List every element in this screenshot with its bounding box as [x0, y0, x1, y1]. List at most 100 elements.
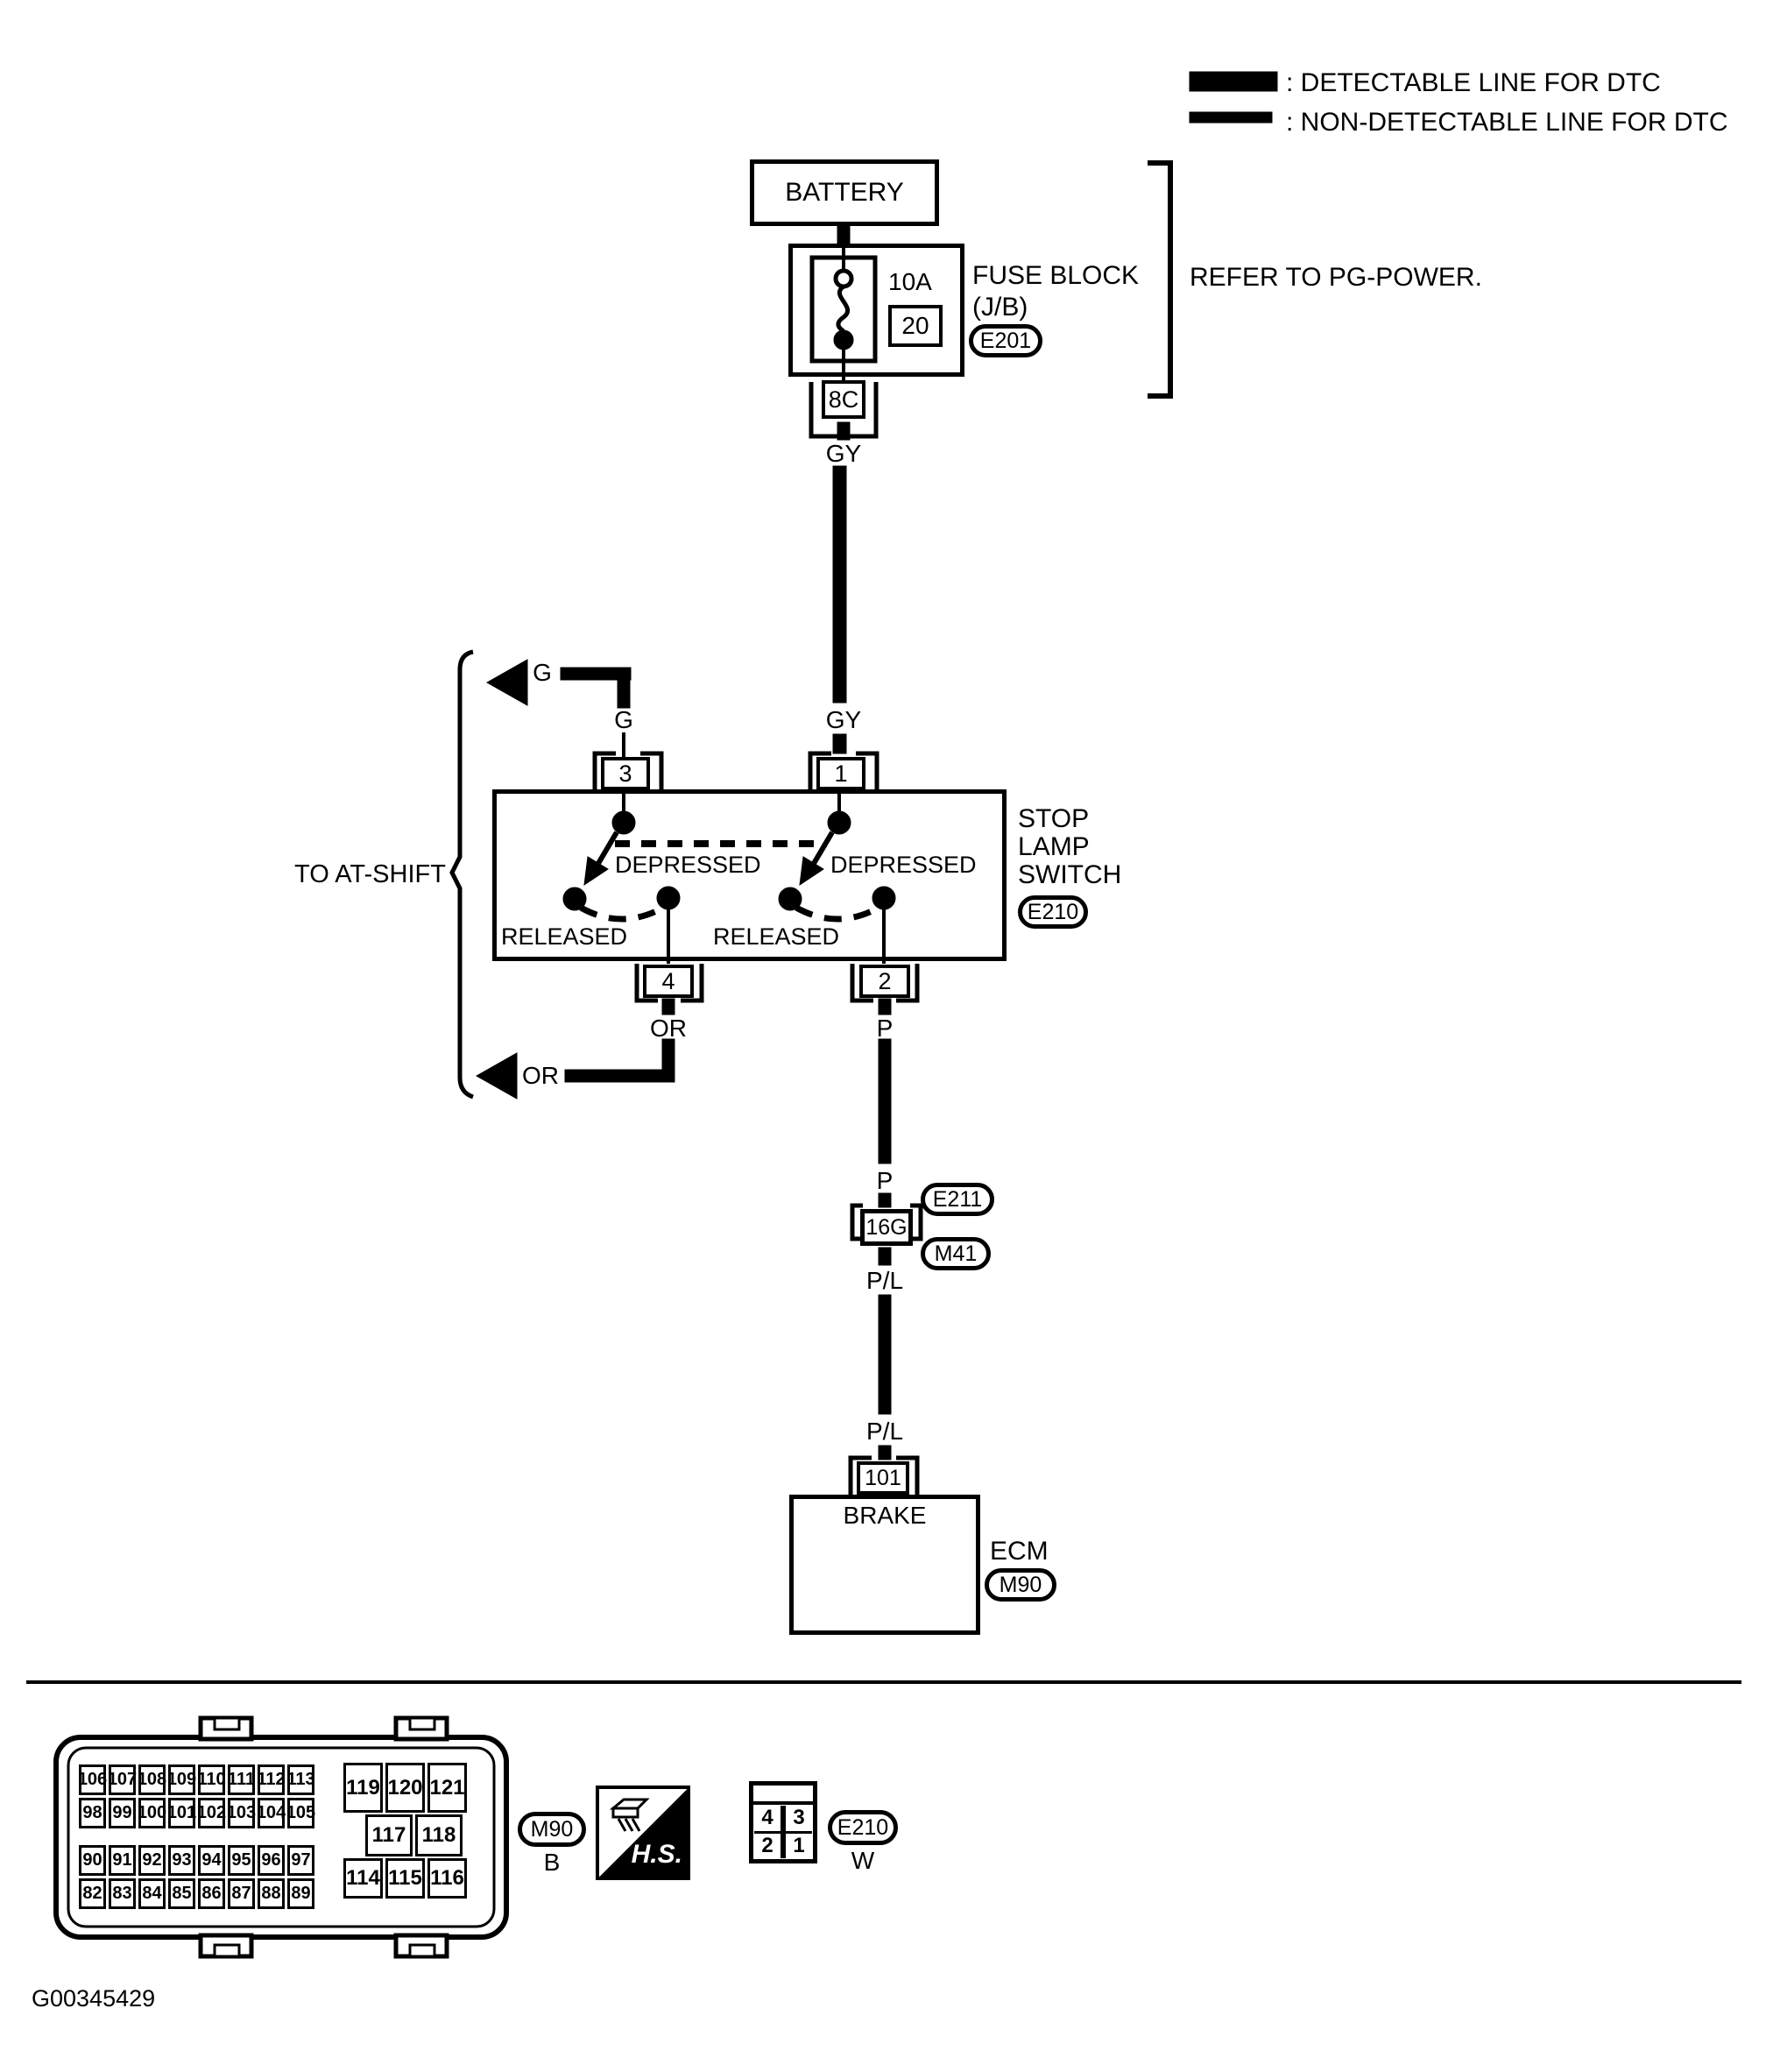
- pin-cell: 95: [228, 1845, 255, 1876]
- pin-8c-label: 8C: [828, 385, 859, 413]
- connector-tab: [393, 1933, 449, 1959]
- pin-cell: 107: [108, 1764, 137, 1795]
- switch-name-line2: LAMP: [1018, 832, 1090, 861]
- switch-name-line1: STOP: [1018, 804, 1090, 833]
- stop-lamp-switch-box: [492, 789, 1007, 961]
- wire-or-vertical: [661, 1038, 675, 1077]
- pin-cell: 82: [79, 1878, 106, 1909]
- wire-label-or-pin: OR: [650, 1015, 687, 1042]
- e201-label: E201: [979, 328, 1032, 353]
- ecm-box: [789, 1495, 980, 1635]
- pin-cell: 106: [78, 1764, 107, 1795]
- pin-cell: 116: [427, 1858, 467, 1899]
- wire-label-pl-upper: P/L: [865, 1267, 904, 1294]
- legend-nondetectable-swatch: [1189, 111, 1273, 124]
- pin-3-label: 3: [618, 760, 632, 787]
- pin-cell: 114: [343, 1858, 383, 1899]
- wire-label-or-arrow: OR: [522, 1062, 559, 1089]
- refer-note: REFER TO PG-POWER.: [1190, 263, 1482, 292]
- pin-cell: 113: [286, 1764, 315, 1795]
- battery-label: BATTERY: [785, 178, 904, 207]
- switch-connector-grid: 4 3 2 1: [754, 1806, 812, 1858]
- connector-code-e211: E211: [921, 1183, 994, 1216]
- e210-label: E210: [1027, 899, 1079, 924]
- harness-connector-icon: [609, 1798, 650, 1832]
- pin-cell: 118: [415, 1814, 463, 1856]
- pin-2-label: 2: [878, 967, 892, 994]
- connector-code-e210: E210: [1018, 895, 1088, 929]
- m90-view-label: M90: [530, 1816, 574, 1842]
- ecm-brake-label: BRAKE: [843, 1502, 927, 1529]
- connector-tab: [393, 1715, 449, 1742]
- wire-label-gy-upper: GY: [825, 440, 862, 467]
- connector-tab: [198, 1933, 254, 1959]
- figure-id: G00345429: [32, 1985, 156, 2012]
- pin-2-box: 2: [859, 965, 910, 998]
- pin-cell: 98: [79, 1798, 106, 1828]
- hs-badge: H.S.: [596, 1786, 690, 1880]
- pin-cell: 84: [138, 1878, 166, 1909]
- connector-tab: [198, 1715, 254, 1742]
- wire-p-thick: [878, 1038, 892, 1164]
- m90-label: M90: [999, 1572, 1042, 1597]
- wire-pl-thick: [878, 1294, 892, 1415]
- pin-cell: 86: [198, 1878, 225, 1909]
- pin-cell: 83: [109, 1878, 136, 1909]
- switch-connector-keying: [749, 1781, 817, 1805]
- fuse-amp-label: 10A: [888, 268, 932, 295]
- fuse-number-box: 20: [888, 305, 943, 347]
- pin-16g-label: 16G: [865, 1214, 908, 1240]
- pin-cell: 3: [786, 1806, 812, 1831]
- released-label-right: RELEASED: [713, 923, 840, 950]
- connector-view-code-e210: E210: [828, 1810, 898, 1845]
- wire-gy-thick: [832, 465, 847, 704]
- pin-cell: 4: [754, 1806, 781, 1831]
- pin-101-box: 101: [857, 1461, 909, 1495]
- pin-4-label: 4: [661, 967, 675, 994]
- wire-label-gy-lower: GY: [825, 706, 862, 733]
- legend-nondetectable-label: : NON-DETECTABLE LINE FOR DTC: [1286, 108, 1728, 137]
- pin-cell: 115: [385, 1858, 425, 1899]
- pin-16g-box: 16G: [860, 1209, 913, 1246]
- pin-cell: 97: [287, 1845, 314, 1876]
- connector-code-m41: M41: [921, 1237, 991, 1270]
- pin-cell: 91: [109, 1845, 136, 1876]
- pin-8c-box: 8C: [822, 380, 865, 419]
- pin-cell: 120: [385, 1763, 425, 1813]
- wire-label-g-pin: G: [614, 706, 633, 733]
- wire-label-g-arrow: G: [533, 659, 552, 686]
- pin-cell: 99: [109, 1798, 136, 1828]
- pin-3-box: 3: [601, 757, 650, 790]
- battery-box: BATTERY: [750, 159, 939, 226]
- at-shift-label: TO AT-SHIFT: [294, 860, 446, 888]
- pin-cell: 109: [167, 1764, 196, 1795]
- pin-cell: 103: [227, 1798, 256, 1828]
- legend-detectable-label: : DETECTABLE LINE FOR DTC: [1286, 68, 1661, 97]
- or-arrowhead: [475, 1052, 518, 1100]
- at-shift-brace: [449, 649, 474, 1100]
- pin-cell: 110: [197, 1764, 226, 1795]
- e210-view-label: E210: [837, 1814, 889, 1840]
- e211-label: E211: [932, 1186, 983, 1212]
- pin-cell: 100: [138, 1798, 166, 1828]
- pin-cell: 94: [198, 1845, 225, 1876]
- fuse-block-label-line2: (J/B): [972, 293, 1028, 322]
- pin-cell: 2: [754, 1833, 781, 1858]
- wire-g-horizontal: [560, 667, 632, 681]
- wire-label-p-upper: P: [876, 1015, 894, 1042]
- pin-cell: 90: [79, 1845, 106, 1876]
- pin-cell: 101: [167, 1798, 196, 1828]
- connector-code-e201: E201: [969, 324, 1042, 357]
- hs-label: H.S.: [631, 1840, 682, 1869]
- legend-detectable-swatch: [1189, 71, 1278, 92]
- pin-cell: 93: [168, 1845, 195, 1876]
- pin-cell: 119: [343, 1763, 383, 1813]
- connector-code-m90: M90: [985, 1568, 1056, 1602]
- m41-label: M41: [934, 1241, 978, 1266]
